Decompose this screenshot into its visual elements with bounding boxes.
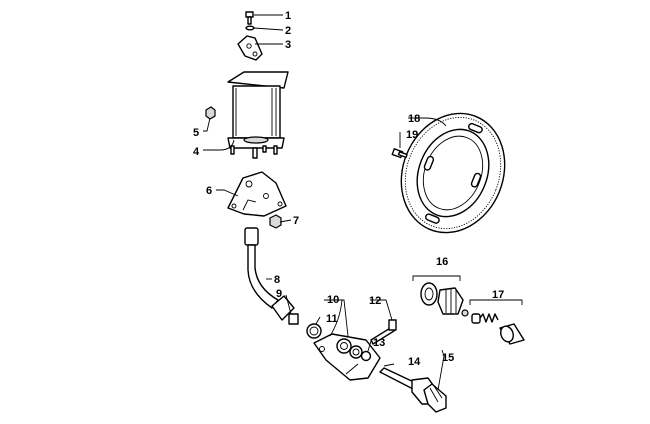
callout-18: 18 [408, 113, 420, 125]
callout-17: 17 [492, 289, 504, 301]
part-5-nut [205, 106, 216, 120]
part-8-cable [244, 227, 295, 321]
part-12-screw [370, 319, 397, 345]
part-10-housing [313, 333, 381, 381]
part-7-nut [269, 214, 282, 229]
callout-14: 14 [408, 356, 421, 368]
callout-16: 16 [436, 256, 448, 268]
part-19-bolt [391, 148, 408, 159]
part-16-pinion [420, 282, 469, 317]
callout-13: 13 [373, 337, 385, 349]
part-9-spacer [288, 313, 299, 325]
part-17-box [469, 299, 523, 305]
callout-4: 4 [193, 146, 200, 158]
callout-1: 1 [285, 10, 291, 22]
part-11-o-ring [306, 323, 322, 339]
part-3-bracket [237, 35, 263, 61]
callout-19: 19 [406, 129, 418, 141]
callout-8: 8 [274, 274, 280, 286]
callout-2: 2 [285, 25, 291, 37]
part-13-washer [360, 350, 372, 362]
part-6-mounting-plate [227, 171, 287, 217]
part-16-box [412, 275, 461, 281]
callout-6: 6 [206, 185, 212, 197]
callout-7: 7 [293, 215, 299, 227]
leader-lines [203, 14, 447, 391]
callout-15: 15 [442, 352, 454, 364]
callout-10: 10 [327, 294, 339, 306]
callout-5: 5 [193, 127, 199, 139]
part-18-ring-gear [400, 112, 506, 234]
callout-3: 3 [285, 39, 291, 51]
callout-11: 11 [326, 313, 338, 325]
part-4-starter-motor [227, 71, 289, 159]
callout-9: 9 [276, 288, 282, 300]
callout-labels: 1 2 3 5 4 6 7 8 9 10 11 12 13 14 15 16 1… [193, 10, 504, 368]
part-2-washer [245, 25, 255, 31]
callout-12: 12 [369, 295, 381, 307]
part-1-bolt [245, 11, 254, 25]
part-14-drive-shaft [379, 367, 447, 413]
part-17-spring-set [471, 313, 525, 345]
